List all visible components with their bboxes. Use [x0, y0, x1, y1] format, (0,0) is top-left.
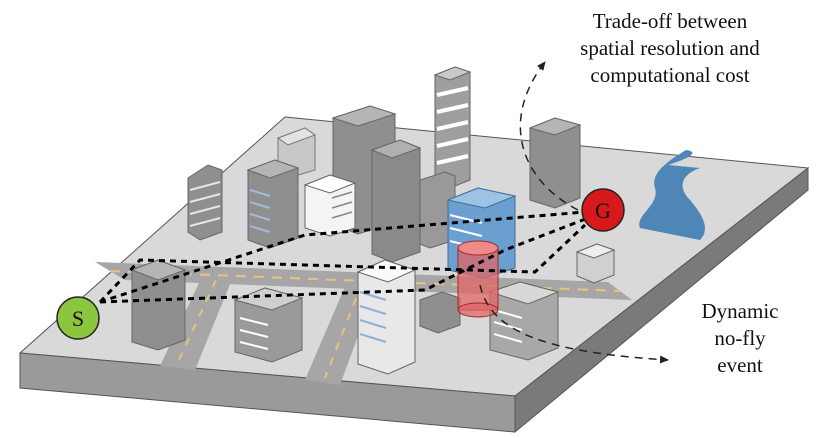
start-node: S: [56, 296, 100, 340]
building: [419, 291, 461, 334]
annotation-line: no-fly: [714, 326, 766, 350]
tradeoff-annotation: Trade-off between spatial resolution and…: [545, 8, 795, 89]
building: [528, 117, 582, 209]
nofly-arrow: [479, 284, 669, 364]
annotation-line: computational cost: [590, 63, 750, 87]
annotation-line: Dynamic: [701, 299, 779, 323]
river: [639, 150, 706, 240]
road-marking: [324, 282, 363, 379]
building: [303, 174, 357, 237]
tradeoff-arrow: [519, 61, 579, 211]
building: [356, 259, 417, 375]
start-node-label: S: [72, 306, 84, 331]
path-middle: [98, 223, 587, 304]
nofly-annotation: Dynamic no-fly event: [675, 298, 805, 379]
building: [187, 164, 223, 241]
building: [575, 243, 616, 284]
building: [433, 66, 472, 189]
buildings: [130, 66, 616, 375]
annotation-line: spatial resolution and: [580, 36, 760, 60]
building: [246, 159, 300, 249]
building: [370, 139, 422, 263]
building: [233, 287, 304, 363]
annotation-line: Trade-off between: [592, 9, 748, 33]
building: [130, 259, 187, 351]
no-fly-zone: [457, 240, 499, 318]
road-cross-left: [160, 270, 235, 370]
path-upper: [99, 210, 586, 304]
goal-node-label: G: [595, 198, 611, 223]
annotation-line: event: [717, 353, 763, 377]
building: [488, 281, 560, 361]
goal-node: G: [581, 188, 625, 232]
ground-right-side: [514, 166, 809, 434]
planned-paths: [98, 210, 589, 304]
